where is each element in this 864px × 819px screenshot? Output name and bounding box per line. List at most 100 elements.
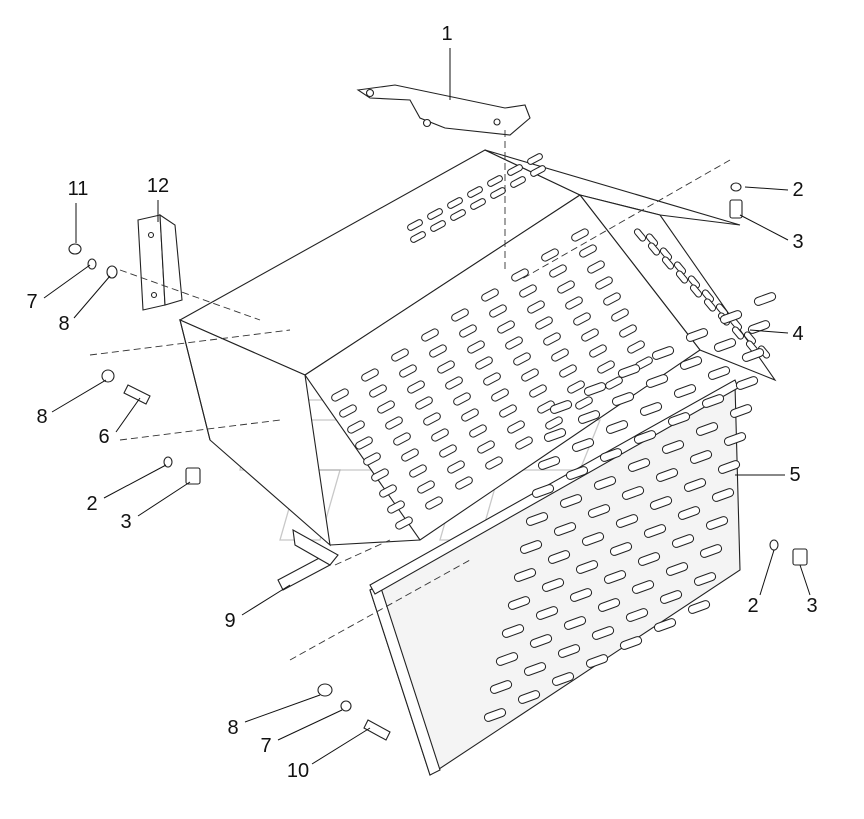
vent-slot bbox=[559, 364, 577, 378]
vent-slot bbox=[605, 420, 629, 434]
bolt-icon bbox=[123, 384, 151, 405]
callout-leader-line bbox=[115, 397, 141, 433]
vent-slot bbox=[587, 504, 611, 518]
vent-slot bbox=[525, 512, 549, 526]
vent-slot bbox=[627, 340, 645, 354]
vent-slot bbox=[543, 332, 561, 346]
door-slot-pattern bbox=[483, 292, 777, 722]
vent-slot bbox=[611, 308, 629, 322]
vent-slot bbox=[501, 624, 525, 638]
vent-slot bbox=[631, 580, 655, 594]
callout-label-2: 2 bbox=[86, 493, 97, 515]
vent-slot bbox=[693, 572, 717, 586]
vent-slot bbox=[515, 436, 533, 450]
vent-slot bbox=[633, 430, 657, 444]
vent-slot bbox=[585, 654, 609, 668]
vent-slot bbox=[423, 412, 441, 426]
vent-slot bbox=[547, 550, 571, 564]
vent-slot bbox=[497, 320, 515, 334]
vent-slot bbox=[510, 176, 526, 188]
vent-slot bbox=[407, 219, 423, 231]
side-bracket-part-12 bbox=[137, 213, 183, 311]
vent-slot bbox=[571, 438, 595, 452]
vent-slot bbox=[410, 231, 426, 243]
vent-slot bbox=[699, 544, 723, 558]
vent-slot bbox=[645, 233, 659, 247]
vent-slot bbox=[347, 420, 365, 434]
vent-slot bbox=[485, 456, 503, 470]
vent-slot bbox=[467, 340, 485, 354]
vent-slot bbox=[523, 662, 547, 676]
vent-slot bbox=[565, 466, 589, 480]
vent-slot bbox=[451, 308, 469, 322]
vent-slot bbox=[717, 460, 741, 474]
vent-slot bbox=[361, 368, 379, 382]
vent-slot bbox=[445, 376, 463, 390]
vent-slot bbox=[430, 220, 446, 232]
vent-slot bbox=[427, 208, 443, 220]
callout-leader-line bbox=[277, 709, 343, 741]
vent-slot bbox=[689, 450, 713, 464]
vent-slot bbox=[701, 394, 725, 408]
vent-slot bbox=[439, 444, 457, 458]
callout-leader-line bbox=[43, 264, 91, 299]
vent-slot bbox=[609, 542, 633, 556]
callout-label-2: 2 bbox=[792, 179, 803, 201]
vent-slot bbox=[475, 356, 493, 370]
bolt-icon bbox=[792, 548, 808, 566]
vent-slot bbox=[719, 310, 743, 324]
vent-slot bbox=[535, 606, 559, 620]
vent-slot bbox=[513, 352, 531, 366]
vent-slot bbox=[489, 304, 507, 318]
vent-slot bbox=[649, 496, 673, 510]
vent-slot bbox=[519, 540, 543, 554]
callout-leader-line bbox=[744, 186, 789, 191]
callout-leader-line bbox=[739, 214, 789, 241]
vent-slot bbox=[537, 400, 555, 414]
vent-slot bbox=[521, 368, 539, 382]
vent-slot bbox=[489, 680, 513, 694]
vent-slot bbox=[571, 228, 589, 242]
vent-slot bbox=[530, 165, 546, 177]
vent-slot bbox=[527, 153, 543, 165]
vent-slot bbox=[481, 288, 499, 302]
vent-slot bbox=[363, 452, 381, 466]
vent-slot bbox=[689, 284, 703, 298]
vent-slot bbox=[371, 468, 389, 482]
callout-label-3: 3 bbox=[120, 511, 131, 533]
washer-icon bbox=[87, 258, 97, 270]
vent-slot bbox=[567, 380, 585, 394]
vent-slot bbox=[527, 300, 545, 314]
vent-slot bbox=[713, 338, 737, 352]
callout-leader-line bbox=[137, 481, 191, 517]
callout-leader-line bbox=[241, 584, 291, 616]
vent-slot bbox=[517, 690, 541, 704]
vent-slot bbox=[395, 516, 413, 530]
vent-slot bbox=[741, 348, 765, 362]
vent-slot bbox=[393, 432, 411, 446]
vent-slot bbox=[677, 506, 701, 520]
vent-slot bbox=[675, 270, 689, 284]
vent-slot bbox=[647, 242, 661, 256]
washer-icon bbox=[317, 683, 333, 697]
vent-slot bbox=[621, 486, 645, 500]
vent-slot bbox=[447, 460, 465, 474]
washer-icon bbox=[163, 456, 173, 468]
vent-slot bbox=[377, 400, 395, 414]
callout-leader-line bbox=[311, 727, 371, 765]
vent-slot bbox=[453, 392, 471, 406]
vent-slot bbox=[425, 496, 443, 510]
vent-slot bbox=[551, 348, 569, 362]
vent-slot bbox=[743, 331, 757, 345]
vent-slot bbox=[549, 264, 567, 278]
vent-slot bbox=[537, 456, 561, 470]
washer-icon bbox=[106, 265, 118, 279]
vent-slot bbox=[679, 356, 703, 370]
vent-slot bbox=[387, 500, 405, 514]
vent-slot bbox=[379, 484, 397, 498]
vent-slot bbox=[645, 374, 669, 388]
callout-label-7: 7 bbox=[26, 291, 37, 313]
vent-slot bbox=[661, 440, 685, 454]
callout-leader-line bbox=[103, 464, 167, 499]
